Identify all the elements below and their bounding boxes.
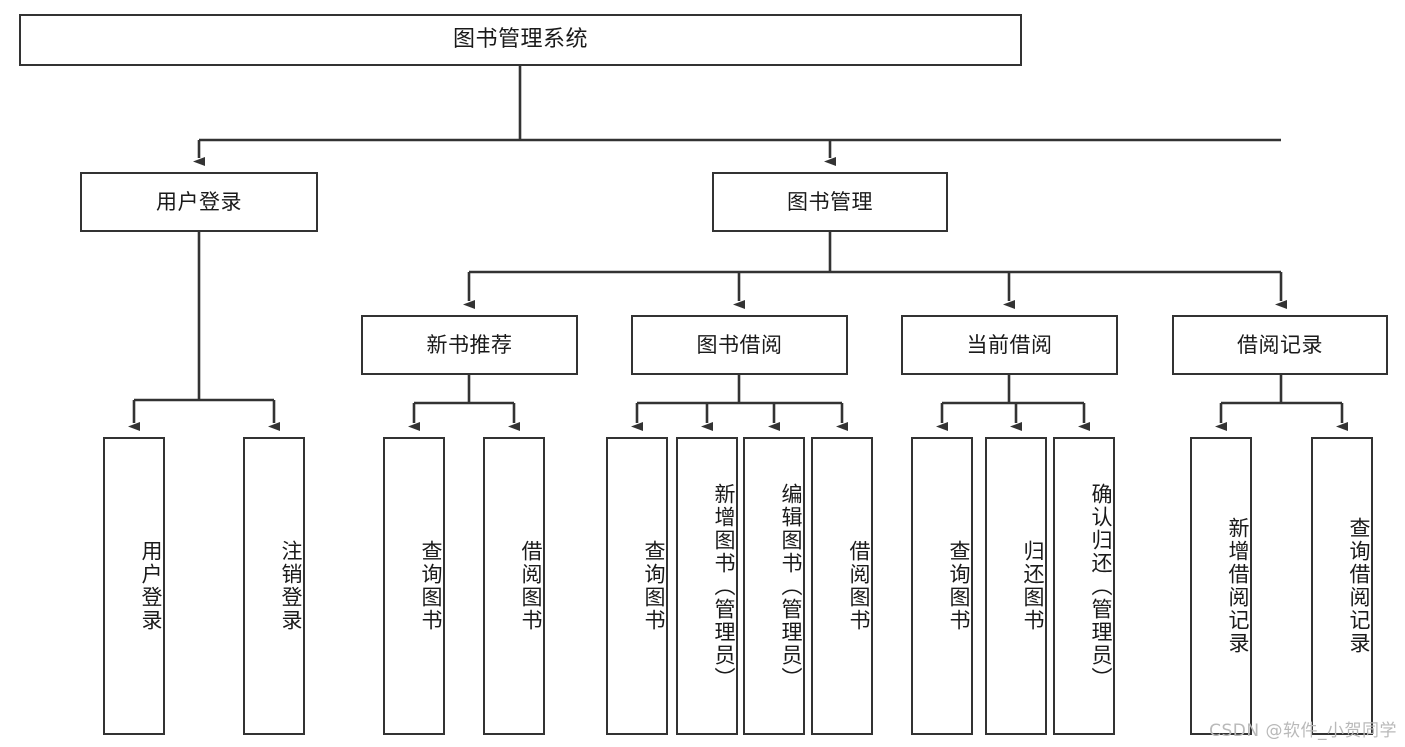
leaf-logout[interactable]: 注销登录 (243, 437, 305, 735)
node-root-system[interactable]: 图书管理系统 (19, 14, 1022, 66)
leaf-add-book-admin[interactable]: 新增图书（管理员） (676, 437, 738, 735)
leaf-borrow-book-borrowing[interactable]: 借阅图书 (811, 437, 873, 735)
connector-borrowrecord-to-leaves (1215, 375, 1348, 431)
connector-userlogin-to-leaves (128, 232, 280, 431)
connector-root-to-level2 (193, 66, 1281, 166)
leaf-return-book[interactable]: 归还图书 (985, 437, 1047, 735)
node-current-borrowing[interactable]: 当前借阅 (901, 315, 1118, 375)
leaf-query-book-current[interactable]: 查询图书 (911, 437, 973, 735)
leaf-add-borrow-record[interactable]: 新增借阅记录 (1190, 437, 1252, 735)
node-new-book-recommend[interactable]: 新书推荐 (361, 315, 578, 375)
node-user-login[interactable]: 用户登录 (80, 172, 318, 232)
leaf-query-borrow-record[interactable]: 查询借阅记录 (1311, 437, 1373, 735)
leaf-edit-book-admin[interactable]: 编辑图书（管理员） (743, 437, 805, 735)
node-borrowing-record[interactable]: 借阅记录 (1172, 315, 1388, 375)
node-book-management[interactable]: 图书管理 (712, 172, 948, 232)
connector-newbook-to-leaves (408, 375, 520, 431)
node-book-borrowing[interactable]: 图书借阅 (631, 315, 848, 375)
connector-bookmgmt-to-level3 (463, 232, 1287, 309)
csdn-watermark: CSDN @软件_小贺同学 (1209, 721, 1397, 741)
connector-bookborrow-to-leaves (631, 375, 848, 431)
leaf-confirm-return-admin[interactable]: 确认归还（管理员） (1053, 437, 1115, 735)
connector-currentborrow-to-leaves (936, 375, 1090, 431)
leaf-user-login[interactable]: 用户登录 (103, 437, 165, 735)
leaf-borrow-book-newbook[interactable]: 借阅图书 (483, 437, 545, 735)
leaf-query-book-borrowing[interactable]: 查询图书 (606, 437, 668, 735)
leaf-query-book-newbook[interactable]: 查询图书 (383, 437, 445, 735)
